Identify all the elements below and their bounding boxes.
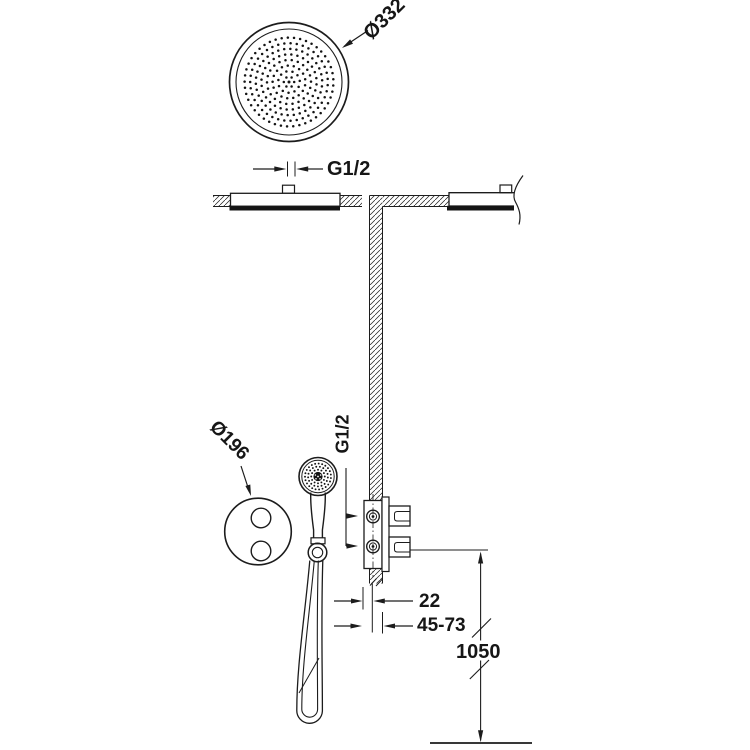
spray-face <box>229 206 340 211</box>
leader-plate-diameter <box>240 465 251 496</box>
trim-plate-front-view <box>223 497 293 566</box>
wall-bracket-ring <box>307 542 328 563</box>
spray-nozzle-dots <box>243 36 335 128</box>
arrowhead <box>342 39 353 48</box>
overhead-shower-side-view <box>229 184 341 211</box>
valve-port-bottom <box>366 539 381 554</box>
control-button-top <box>250 507 272 529</box>
g12-inlet-stub <box>499 184 513 194</box>
label-overhead-connection: G1/2 <box>327 158 371 180</box>
shower-hose <box>296 560 324 724</box>
dimension-top-connection <box>253 161 323 177</box>
label-dim-1050: 1050 <box>456 641 501 663</box>
spray-center-nozzle <box>287 80 291 84</box>
ceiling-section <box>213 195 449 207</box>
spray-face <box>447 205 514 211</box>
wall-section <box>369 195 383 587</box>
break-line <box>513 175 524 225</box>
overhead-shower-top-view <box>228 21 350 143</box>
break-mark <box>375 578 383 587</box>
dimension-45-73 <box>334 612 413 634</box>
outlet-stub-bottom <box>388 536 411 558</box>
overhead-shower-side-view-cut <box>447 175 524 225</box>
dimension-1050 <box>410 549 532 744</box>
valve-port-top <box>366 509 381 524</box>
handle <box>309 492 315 538</box>
spray-nozzle-dots <box>304 462 332 491</box>
outlet-stub-top <box>388 505 411 527</box>
hand-shower <box>298 456 338 563</box>
control-button-bottom <box>250 540 272 562</box>
break-mark <box>469 659 490 680</box>
leader-valve-connection <box>345 468 358 549</box>
break-mark <box>369 578 377 586</box>
leader-overhead-diameter <box>342 30 369 48</box>
label-dim-22: 22 <box>419 591 441 612</box>
label-dim-45-73: 45-73 <box>417 615 466 636</box>
label-valve-connection: G1/2 <box>332 414 353 454</box>
thermostatic-valve-body <box>363 494 411 577</box>
dimension-22 <box>334 583 413 633</box>
g12-inlet-stub <box>281 184 296 194</box>
break-mark <box>471 618 492 638</box>
